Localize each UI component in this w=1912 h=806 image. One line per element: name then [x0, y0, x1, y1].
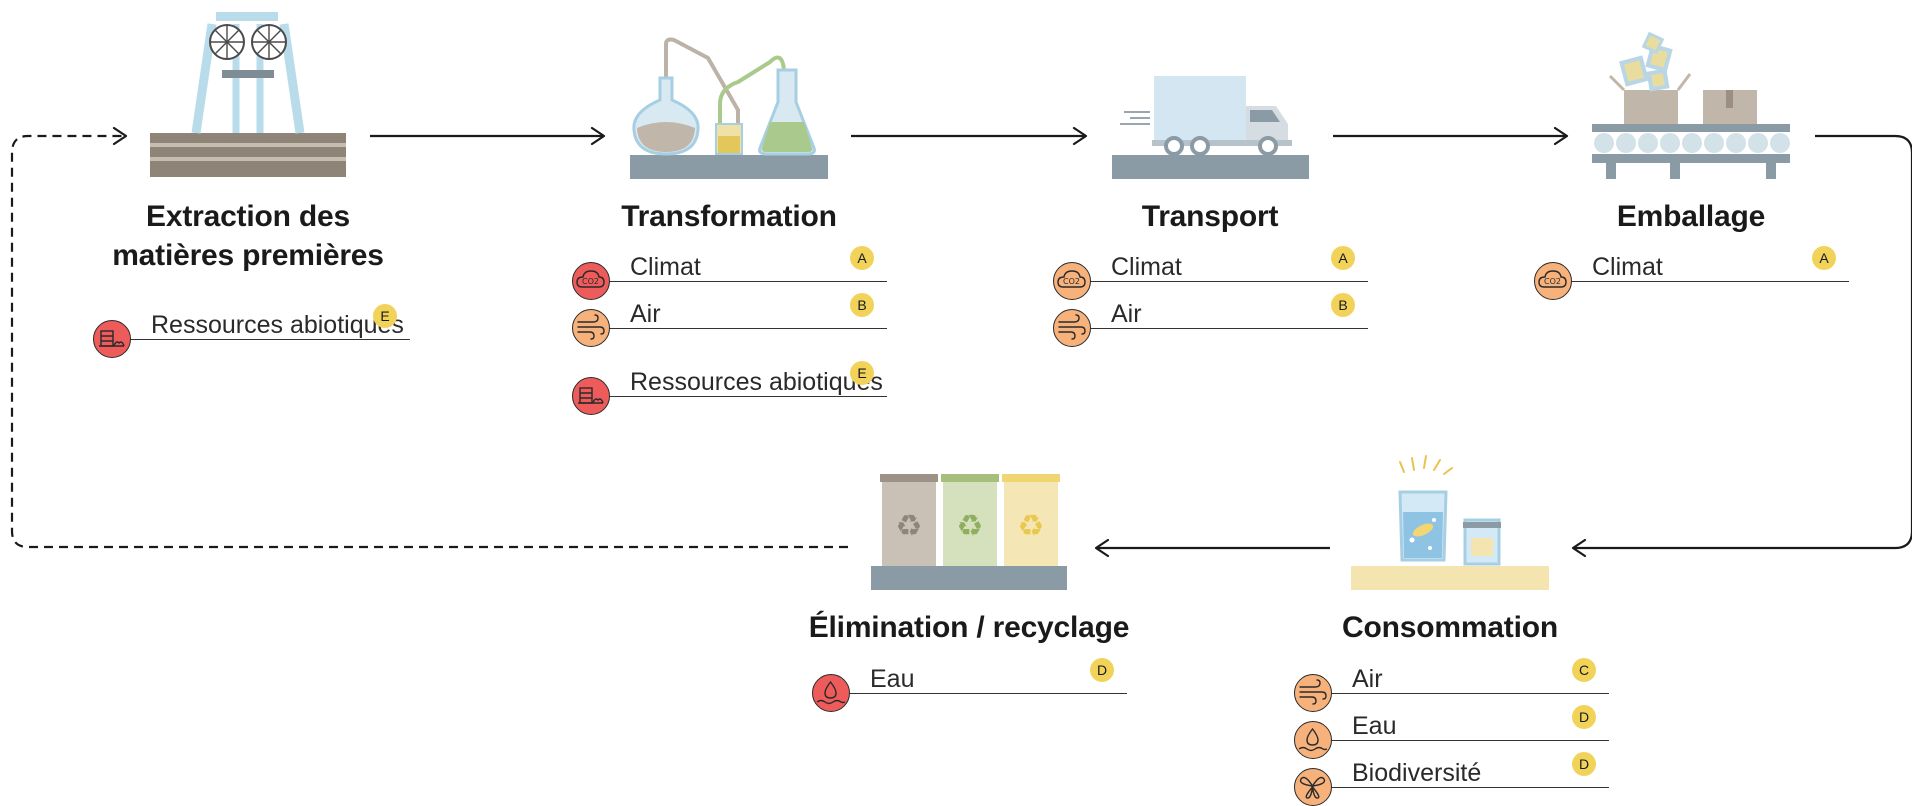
impact-underline: [846, 693, 1127, 694]
impact-underline: [1087, 328, 1368, 329]
impact-badge: A: [1331, 246, 1355, 270]
svg-text:♻: ♻: [1018, 509, 1045, 544]
stage-title-elimination: Élimination / recyclage: [808, 611, 1130, 644]
effervescent-glass-icon: [1351, 455, 1549, 590]
flow-arrows: [10, 126, 1912, 558]
stage-title-consommation: Consommation: [1342, 611, 1558, 644]
svg-text:♻: ♻: [957, 509, 984, 544]
impact-underline: [1328, 740, 1609, 741]
water-drop-icon: [812, 674, 850, 712]
mining-headframe-icon: [150, 12, 346, 177]
impact-label: Air: [630, 300, 661, 328]
arrow-emballage-to-consommation: [1571, 134, 1912, 558]
impact-item: Ressources abiotiques E: [93, 298, 410, 358]
impact-underline: [1087, 281, 1368, 282]
impact-label: Air: [1352, 665, 1383, 693]
impact-item: Biodiversité D: [1294, 746, 1609, 806]
stage-title-emballage: Emballage: [1616, 200, 1766, 233]
impact-item: Eau D: [812, 652, 1127, 712]
stage-title-transport: Transport: [1141, 200, 1279, 233]
impact-badge: D: [1090, 658, 1114, 682]
impact-underline: [127, 339, 410, 340]
conveyor-boxes-icon: [1592, 31, 1790, 179]
co2-cloud-icon: CO2: [1534, 262, 1572, 300]
impact-label: Eau: [1352, 712, 1397, 740]
impact-item: Ressources abiotiques E: [572, 355, 887, 415]
impact-badge: E: [850, 361, 874, 385]
butterfly-icon: [1294, 768, 1332, 806]
impact-underline: [1568, 281, 1849, 282]
impact-item: Eau D: [1294, 699, 1609, 759]
impact-label: Biodiversité: [1352, 759, 1482, 787]
wind-icon: [572, 309, 610, 347]
impact-label: Ressources abiotiques: [630, 368, 883, 396]
svg-text:CO2: CO2: [1063, 277, 1080, 286]
impact-item: Air C: [1294, 652, 1609, 712]
impact-label: Ressources abiotiques: [151, 311, 404, 339]
svg-text:CO2: CO2: [1544, 277, 1561, 286]
impact-label: Climat: [630, 253, 701, 281]
impact-underline: [606, 281, 887, 282]
stage-title-transformation: Transformation: [621, 200, 837, 233]
impact-badge: D: [1572, 752, 1596, 776]
impact-underline: [606, 328, 887, 329]
abiotic-resources-icon: [572, 377, 610, 415]
arrow-recycling-loop: [10, 126, 848, 549]
wind-icon: [1294, 674, 1332, 712]
recycling-bins-icon: ♻ ♻ ♻: [871, 474, 1067, 590]
impact-badge: E: [373, 304, 397, 328]
impact-underline: [1328, 787, 1609, 788]
impact-badge: D: [1572, 705, 1596, 729]
impact-badge: A: [1812, 246, 1836, 270]
svg-text:CO2: CO2: [582, 277, 599, 286]
impact-item: Air B: [572, 287, 887, 347]
stage-title-extraction: Extraction des matières premières: [112, 200, 384, 272]
impact-item: CO2 Climat A: [572, 240, 887, 300]
impact-label: Climat: [1592, 253, 1663, 281]
delivery-truck-icon: [1112, 76, 1309, 179]
impact-item: CO2 Climat A: [1534, 240, 1849, 300]
impact-badge: B: [1331, 293, 1355, 317]
laboratory-flasks-icon: [630, 37, 828, 179]
impact-item: Air B: [1053, 287, 1368, 347]
impact-label: Air: [1111, 300, 1142, 328]
impact-underline: [1328, 693, 1609, 694]
impact-badge: C: [1572, 658, 1596, 682]
wind-icon: [1053, 309, 1091, 347]
abiotic-resources-icon: [93, 320, 131, 358]
impact-badge: A: [850, 246, 874, 270]
impact-item: CO2 Climat A: [1053, 240, 1368, 300]
co2-cloud-icon: CO2: [572, 262, 610, 300]
impact-label: Climat: [1111, 253, 1182, 281]
water-drop-icon: [1294, 721, 1332, 759]
impact-underline: [606, 396, 887, 397]
impact-badge: B: [850, 293, 874, 317]
svg-text:♻: ♻: [896, 509, 923, 544]
co2-cloud-icon: CO2: [1053, 262, 1091, 300]
impact-label: Eau: [870, 665, 915, 693]
